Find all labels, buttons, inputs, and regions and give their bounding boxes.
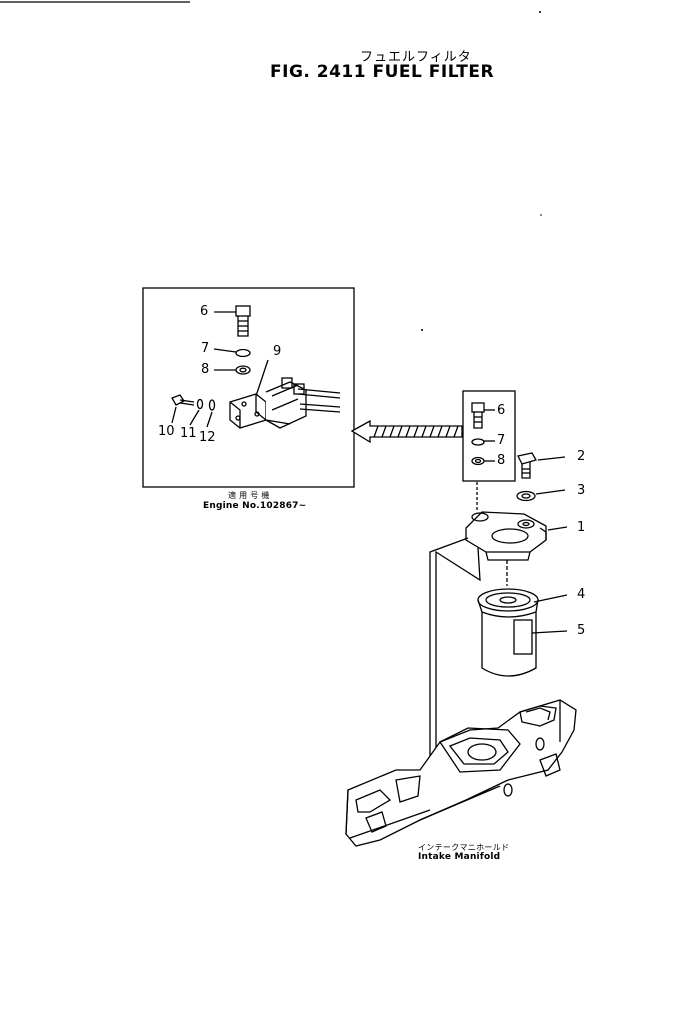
callout-4: 4	[577, 587, 586, 602]
callout-3: 3	[577, 483, 586, 498]
callout-7-inset: 7	[201, 341, 210, 356]
callout-7-detail: 7	[497, 433, 506, 448]
manifold-caption-english: Intake Manifold	[418, 852, 501, 862]
callout-1: 1	[577, 520, 586, 535]
detail-lock-washer	[471, 438, 485, 446]
intake-manifold	[345, 699, 577, 847]
detail-arrow	[350, 419, 463, 444]
inset-spring-washer	[196, 398, 204, 410]
washer-3	[516, 490, 536, 502]
inset-small-bolt	[171, 394, 195, 406]
callout-9: 9	[273, 344, 282, 359]
inset-bolt	[235, 305, 251, 337]
bolt-2	[517, 452, 537, 479]
detail-bolt	[471, 402, 485, 429]
inset-caption-japanese: 適 用 号 機	[228, 491, 270, 500]
title-japanese: フュエルフィルタ	[360, 50, 472, 65]
manifold-caption-japanese: インテークマニホールド	[418, 843, 510, 852]
callout-2: 2	[577, 449, 586, 464]
inset-lock-washer	[235, 348, 251, 358]
callout-10: 10	[158, 424, 175, 439]
inset-washer	[235, 365, 251, 375]
inset-frame	[142, 287, 355, 488]
callout-5: 5	[577, 623, 586, 638]
callout-6-detail: 6	[497, 403, 506, 418]
callout-8-detail: 8	[497, 453, 506, 468]
guide-line-left	[429, 537, 469, 760]
inset-caption-engine-number: Engine No.102867~	[203, 501, 307, 511]
inset-plain-washer	[208, 399, 216, 411]
callout-12: 12	[199, 430, 216, 445]
detail-box	[462, 390, 516, 482]
callout-11: 11	[180, 426, 197, 441]
callout-6-inset: 6	[200, 304, 209, 319]
leader-9	[255, 359, 269, 397]
figure-title: FIG. 2411 FUEL FILTER	[270, 62, 495, 82]
filter-head	[465, 511, 547, 561]
filter-cartridge	[477, 588, 539, 677]
detail-washer	[471, 456, 485, 466]
inset-bracket	[229, 377, 341, 429]
callout-8-inset: 8	[201, 362, 210, 377]
